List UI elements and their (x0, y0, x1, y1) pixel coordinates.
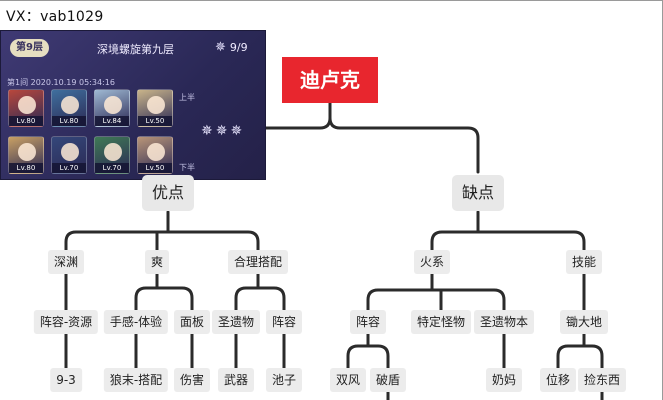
connector-fire-split (366, 272, 506, 312)
star-count: ✵9/9 (215, 40, 248, 55)
character-avatar: Lv.50 (137, 136, 173, 174)
skill-a-leaf2-node: 捡东西 (577, 368, 627, 392)
chamber-stars-icon: ✵✵✵ (201, 123, 246, 139)
character-level: Lv.50 (138, 163, 172, 173)
character-level: Lv.80 (9, 116, 43, 126)
connector-fire-a-split (346, 332, 390, 370)
feel-a-leaf-node: 狼末-搭配 (103, 368, 169, 392)
floor-title: 深境螺旋第九层 (97, 43, 174, 56)
match-b-node: 阵容 (265, 310, 303, 334)
character-avatar: Lv.70 (51, 136, 87, 174)
character-portrait-icon (61, 143, 79, 161)
watermark: VX：vab1029 (6, 9, 104, 25)
abyss-leaf-node: 9-3 (50, 368, 82, 392)
character-portrait-icon (147, 96, 165, 114)
fire-c-leaf-node: 奶妈 (485, 368, 523, 392)
cons-node: 缺点 (451, 175, 505, 211)
character-avatar: Lv.70 (94, 136, 130, 174)
skill-a-leaf1-node: 位移 (539, 368, 577, 392)
game-score-card: 第9层 深境螺旋第九层 ✵9/9 第1间 2020.10.19 05:34:16… (0, 30, 266, 180)
skill-node: 技能 (565, 250, 603, 274)
abyss-child-node: 阵容-资源 (33, 310, 99, 334)
abyss-star-icon: ✵ (215, 40, 226, 55)
fire-a-leaf1-node: 双风 (329, 368, 367, 392)
character-level: Lv.70 (95, 163, 129, 173)
character-level: Lv.84 (95, 116, 129, 126)
skill-a-node: 锄大地 (559, 310, 609, 334)
pros-node: 优点 (141, 175, 195, 211)
connector-skill-split (556, 332, 604, 370)
character-level: Lv.80 (52, 116, 86, 126)
feel-a-node: 手感-体验 (103, 310, 169, 334)
feel-b-leaf-node: 伤害 (173, 368, 211, 392)
frame-top-border (0, 0, 663, 1)
match-b-leaf-node: 池子 (265, 368, 303, 392)
match-node: 合理搭配 (227, 250, 289, 274)
match-a-node: 圣遗物 (211, 310, 261, 334)
session-timestamp: 第1间 2020.10.19 05:34:16 (7, 78, 115, 87)
character-avatar: Lv.80 (8, 136, 44, 174)
character-portrait-icon (18, 143, 36, 161)
feel-node: 爽 (144, 250, 170, 274)
star-count-value: 9/9 (229, 41, 248, 54)
character-avatar: Lv.84 (94, 89, 130, 127)
character-level: Lv.80 (9, 163, 43, 173)
match-a-leaf-node: 武器 (217, 368, 255, 392)
fire-a-node: 阵容 (349, 310, 387, 334)
character-level: Lv.70 (52, 163, 86, 173)
character-portrait-icon (104, 143, 122, 161)
connector-match-split (234, 272, 286, 312)
fire-b-node: 特定怪物 (410, 310, 472, 334)
character-portrait-icon (104, 96, 122, 114)
abyss-node: 深渊 (47, 250, 85, 274)
character-portrait-icon (61, 96, 79, 114)
character-avatar: Lv.80 (51, 89, 87, 127)
connector-feel-split (134, 272, 194, 312)
first-half-label: 上半 (179, 93, 195, 102)
floor-badge: 第9层 (10, 39, 49, 57)
fire-a-leaf2-node: 破盾 (369, 368, 407, 392)
fire-c-node: 圣遗物本 (473, 310, 535, 334)
fire-node: 火系 (413, 250, 451, 274)
feel-b-node: 面板 (173, 310, 211, 334)
character-avatar: Lv.80 (8, 89, 44, 127)
second-half-label: 下半 (179, 163, 195, 172)
connector-pros-bar (64, 230, 260, 264)
connector-cons-bar (430, 230, 586, 252)
character-avatar: Lv.50 (137, 89, 173, 127)
character-portrait-icon (18, 96, 36, 114)
character-portrait-icon (147, 143, 165, 161)
root-node: 迪卢克 (282, 57, 378, 103)
connector-root-cons (328, 116, 480, 174)
character-level: Lv.50 (138, 116, 172, 126)
